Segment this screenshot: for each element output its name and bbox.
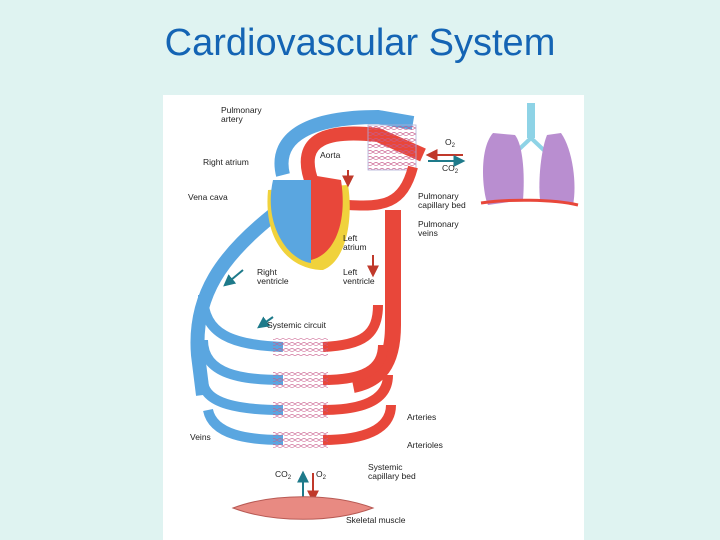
pulmonary-capillary-bed bbox=[367, 124, 417, 171]
label-arteries: Arteries bbox=[407, 412, 437, 422]
label-veins: Veins bbox=[190, 432, 211, 442]
descending-aorta bbox=[351, 210, 401, 393]
label-o2-tissue: O2 bbox=[316, 469, 326, 482]
heart-left-side bbox=[311, 175, 343, 260]
label-right-atrium: Right atrium bbox=[203, 157, 249, 167]
slide-title: Cardiovascular System bbox=[164, 22, 556, 64]
label-o2-lungs: O2 bbox=[445, 137, 455, 150]
pulmonary-artery-vessel bbox=[274, 109, 415, 177]
pulmonary-veins-vessel bbox=[347, 165, 418, 211]
systemic-loops bbox=[198, 294, 396, 445]
lungs-illustration bbox=[480, 103, 579, 207]
label-co2-lungs: CO2 bbox=[442, 163, 459, 176]
flow-arrow bbox=[257, 316, 274, 329]
vena-cava-vessel bbox=[190, 209, 278, 396]
label-aorta: Aorta bbox=[320, 150, 341, 160]
label-skeletal-muscle: Skeletal muscle bbox=[346, 515, 406, 525]
systemic-capillary-beds bbox=[273, 338, 328, 449]
label-co2-tissue: CO2 bbox=[275, 469, 292, 482]
label-vena-cava: Vena cava bbox=[188, 192, 228, 202]
label-systemic-circuit: Systemic circuit bbox=[267, 320, 327, 330]
circulation-illustration bbox=[190, 103, 579, 520]
heart-right-side bbox=[270, 180, 311, 263]
flow-arrow bbox=[223, 269, 244, 287]
skeletal-muscle-illustration bbox=[231, 496, 375, 520]
label-arterioles: Arterioles bbox=[407, 440, 443, 450]
